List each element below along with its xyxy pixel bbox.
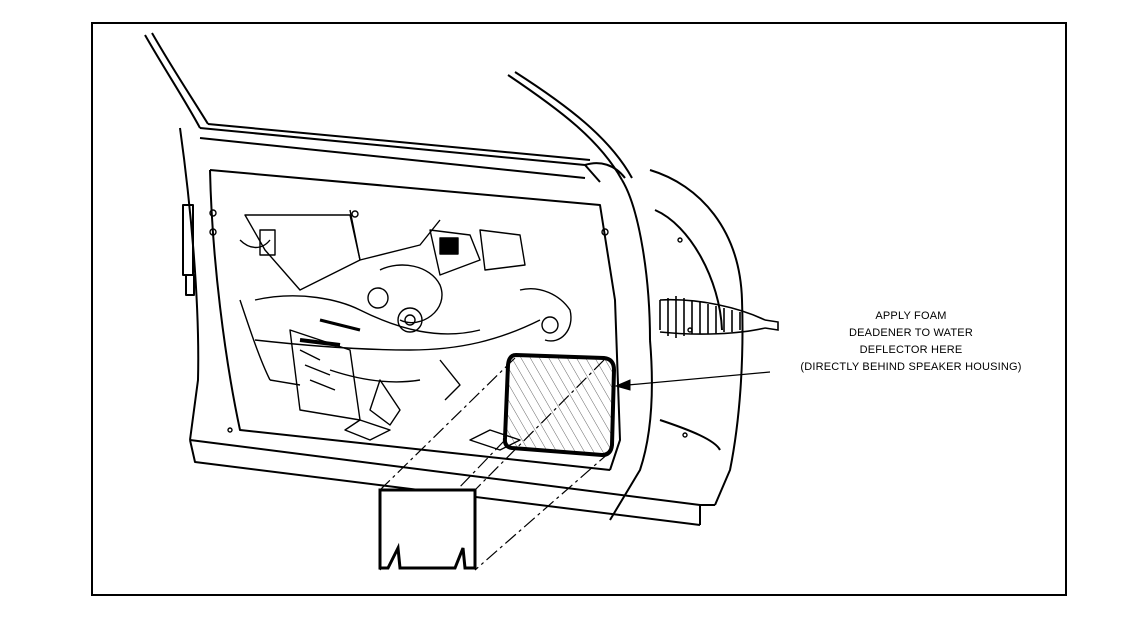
callout-line-3: DEFLECTOR HERE (859, 344, 963, 356)
diagram-frame (91, 22, 1067, 596)
callout-line-2: DEADENER TO WATER (848, 327, 973, 339)
callout-line-4: (DIRECTLY BEHIND SPEAKER HOUSING) (800, 361, 1022, 373)
callout-text: APPLY FOAM DEADENER TO WATER DEFLECTOR H… (756, 308, 1066, 376)
callout-line-1: APPLY FOAM (875, 310, 947, 322)
foam-deadener-piece (378, 488, 477, 570)
wiring-boot (659, 296, 779, 338)
callout-leader (614, 371, 771, 391)
door-internals (209, 209, 693, 451)
door-shell (144, 32, 744, 526)
